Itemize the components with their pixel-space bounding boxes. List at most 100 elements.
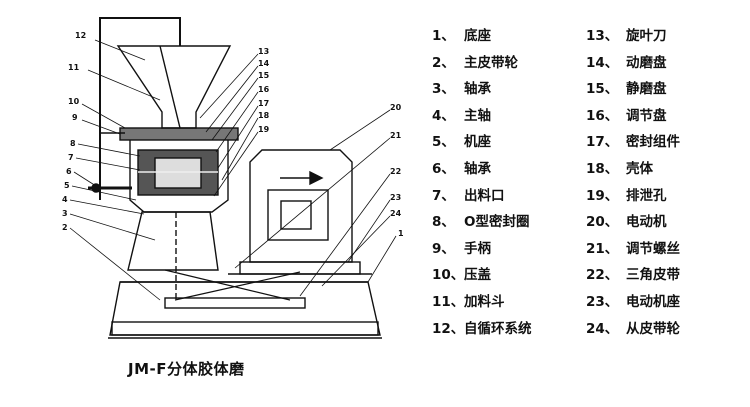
legend-label: 调节螺丝 xyxy=(626,240,680,257)
machine-lines xyxy=(69,17,397,339)
legend-number: 14、 xyxy=(586,54,619,71)
callout-11: 11 xyxy=(68,63,80,72)
callout-16: 16 xyxy=(258,85,270,94)
callout-6: 6 xyxy=(66,167,72,176)
callout-7: 7 xyxy=(68,153,74,162)
legend-number: 2、 xyxy=(432,54,455,71)
callout-17: 17 xyxy=(258,99,269,108)
machine-stand xyxy=(127,211,219,271)
legend-item: 11、加料斗 xyxy=(432,292,532,319)
callout-1: 1 xyxy=(398,229,404,238)
legend-item: 15、静磨盘 xyxy=(586,79,680,106)
legend-label: 底座 xyxy=(464,28,491,44)
callout-18: 18 xyxy=(258,111,270,120)
legend-number: 22、 xyxy=(586,267,619,284)
motor xyxy=(249,149,353,263)
legend-number: 5、 xyxy=(432,134,455,151)
callout-2: 2 xyxy=(62,223,68,232)
legend-label: 压盖 xyxy=(464,267,491,284)
legend-label: 电动机座 xyxy=(626,293,680,310)
callout-14: 14 xyxy=(258,59,270,68)
legend-number: 12、 xyxy=(432,320,465,337)
callout-24: 24 xyxy=(390,209,402,218)
legend-item: 1、底座 xyxy=(432,26,532,53)
legend-item: 2、主皮带轮 xyxy=(432,53,532,80)
legend-number: 10、 xyxy=(432,267,465,284)
legend-number: 7、 xyxy=(432,187,455,204)
legend-item: 10、压盖 xyxy=(432,265,532,292)
callout-23: 23 xyxy=(390,193,401,202)
legend-number: 11、 xyxy=(432,293,465,310)
legend-item: 23、电动机座 xyxy=(586,292,680,319)
legend-label: 轴承 xyxy=(464,160,491,177)
legend-item: 6、轴承 xyxy=(432,159,532,186)
legend-label: 排泄孔 xyxy=(626,187,667,204)
diagram-caption: JM-F分体胶体磨 xyxy=(128,360,245,378)
legend-label: 动磨盘 xyxy=(626,54,667,71)
callout-22: 22 xyxy=(390,167,401,176)
legend-label: 从皮带轮 xyxy=(626,320,680,337)
legend-label: 密封组件 xyxy=(626,134,680,151)
legend-number: 19、 xyxy=(586,187,619,204)
legend-number: 4、 xyxy=(432,107,455,124)
legend-item: 20、电动机 xyxy=(586,212,680,239)
legend-item: 9、手柄 xyxy=(432,239,532,266)
legend-item: 21、调节螺丝 xyxy=(586,239,680,266)
hopper xyxy=(116,45,232,129)
legend-label: 出料口 xyxy=(464,187,505,204)
callout-9: 9 xyxy=(72,113,78,122)
callout-3: 3 xyxy=(62,209,68,218)
legend-number: 3、 xyxy=(432,81,455,98)
legend-number: 1、 xyxy=(432,28,455,44)
legend-item: 14、动磨盘 xyxy=(586,53,680,80)
legend-label: 手柄 xyxy=(464,240,491,257)
legend-item: 17、密封组件 xyxy=(586,132,680,159)
callout-10: 10 xyxy=(68,97,80,106)
legend-label: 加料斗 xyxy=(464,293,505,310)
legend-item: 24、从皮带轮 xyxy=(586,319,680,346)
legend-label: 三角皮带 xyxy=(626,267,680,284)
recirculation-pipe xyxy=(99,17,181,200)
legend-number: 17、 xyxy=(586,134,619,151)
legend-item: 5、机座 xyxy=(432,132,532,159)
legend-item: 19、排泄孔 xyxy=(586,186,680,213)
legend-item: 3、轴承 xyxy=(432,79,532,106)
callout-numbers: 12 11 10 9 8 7 6 5 4 3 2 13 14 15 16 17 … xyxy=(62,31,404,238)
legend-item: 13、旋叶刀 xyxy=(586,26,680,53)
callout-12: 12 xyxy=(75,31,86,40)
belt xyxy=(164,269,301,301)
legend-item: 16、调节盘 xyxy=(586,106,680,133)
legend-number: 15、 xyxy=(586,81,619,98)
callout-8: 8 xyxy=(70,139,76,148)
legend-number: 16、 xyxy=(586,107,619,124)
legend-number: 20、 xyxy=(586,214,619,231)
legend-label: 主轴 xyxy=(464,107,491,124)
legend-item: 4、主轴 xyxy=(432,106,532,133)
legend-number: 21、 xyxy=(586,240,619,257)
legend-label: 自循环系统 xyxy=(464,320,532,337)
legend-number: 8、 xyxy=(432,214,455,231)
legend-number: 13、 xyxy=(586,28,619,44)
legend-label: O型密封圈 xyxy=(464,214,530,231)
legend-item: 18、壳体 xyxy=(586,159,680,186)
legend-label: 壳体 xyxy=(626,160,653,177)
legend-label: 静磨盘 xyxy=(626,81,667,98)
callout-21: 21 xyxy=(390,131,402,140)
legend-number: 9、 xyxy=(432,240,455,257)
callout-20: 20 xyxy=(390,103,402,112)
legend-label: 机座 xyxy=(464,134,491,151)
colloid-mill-drawing: 12 11 10 9 8 7 6 5 4 3 2 13 14 15 16 17 … xyxy=(62,17,404,339)
legend-number: 6、 xyxy=(432,160,455,177)
legend-number: 24、 xyxy=(586,320,619,337)
legend-number: 18、 xyxy=(586,160,619,177)
legend-number: 23、 xyxy=(586,293,619,310)
callout-19: 19 xyxy=(258,125,270,134)
callout-15: 15 xyxy=(258,71,270,80)
callout-4: 4 xyxy=(62,195,68,204)
callout-13: 13 xyxy=(258,47,269,56)
legend-item: 7、出料口 xyxy=(432,186,532,213)
legend-label: 轴承 xyxy=(464,81,491,98)
legend-item: 12、自循环系统 xyxy=(432,319,532,346)
